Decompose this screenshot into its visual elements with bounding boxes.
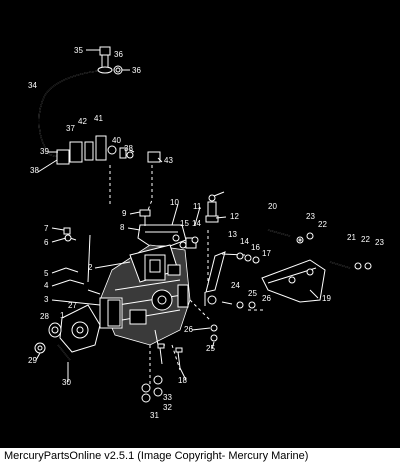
callout-7: 7 (44, 224, 49, 233)
callout-3: 3 (44, 295, 49, 304)
callout-40: 41 (94, 114, 103, 123)
callout-2: 2 (88, 263, 93, 272)
callout-14a: 14 (192, 219, 201, 228)
callout-38a: 38 (30, 166, 39, 175)
callout-25b: 25 (206, 344, 215, 353)
throttle-bracket (137, 194, 219, 249)
callout-6: 6 (44, 238, 49, 247)
support-bracket (261, 259, 326, 303)
callout-21: 21 (347, 233, 356, 242)
callout-31: 31 (150, 411, 159, 420)
callout-28: 28 (40, 312, 49, 321)
callout-39a: 39 (40, 147, 49, 156)
callout-16: 16 (251, 243, 260, 252)
bolts-18 (157, 343, 183, 369)
callout-5: 5 (44, 269, 49, 278)
callout-37: 37 (66, 124, 75, 133)
exploded-view-drawing: 1 2 3 4 5 6 7 8 9 10 11 12 13 14 14 15 1… (28, 46, 384, 420)
callout-23a: 23 (306, 212, 315, 221)
callout-1: 1 (60, 311, 65, 320)
callout-33: 33 (163, 393, 172, 402)
injection-pump (99, 244, 191, 346)
callout-17: 17 (262, 249, 271, 258)
callout-29: 29 (28, 356, 37, 365)
callout-26a: 26 (262, 294, 271, 303)
copyright-caption: MercuryPartsOnline v2.5.1 (Image Copyrig… (0, 448, 400, 464)
parts-diagram: 1 2 3 4 5 6 7 8 9 10 11 12 13 14 14 15 1… (0, 0, 400, 448)
studs-left (63, 227, 101, 295)
callout-36b: 36 (114, 50, 123, 59)
callout-labels: 1 2 3 4 5 6 7 8 9 10 11 12 13 14 14 15 1… (28, 46, 384, 420)
callout-39b: 40 (112, 136, 121, 145)
callout-38b: 38 (124, 144, 133, 153)
callout-36a: 36 (132, 66, 141, 75)
leader-lines (35, 49, 319, 382)
callout-12: 12 (230, 212, 239, 221)
callout-9: 9 (122, 209, 127, 218)
callout-20: 20 (268, 202, 277, 211)
washers-upper (179, 241, 260, 264)
callout-27: 27 (68, 301, 77, 310)
callout-15: 15 (180, 219, 189, 228)
callout-14b: 14 (240, 237, 249, 246)
callout-35: 35 (74, 46, 83, 55)
callout-18: 18 (178, 376, 187, 385)
callout-26b: 26 (184, 325, 193, 334)
callout-23b: 23 (375, 238, 384, 247)
callout-11: 11 (193, 202, 202, 211)
callout-42: 43 (164, 156, 173, 165)
callout-13: 13 (228, 230, 237, 239)
callout-41: 42 (78, 117, 87, 126)
control-lever (204, 251, 246, 306)
callout-4: 4 (44, 281, 49, 290)
callout-32: 32 (163, 403, 172, 412)
callout-34: 34 (28, 81, 37, 90)
line-fittings (56, 135, 161, 165)
callout-25a: 25 (248, 289, 257, 298)
callout-22a: 22 (318, 220, 327, 229)
callout-10: 10 (170, 198, 179, 207)
callout-30: 30 (62, 378, 71, 387)
bolt-9 (139, 209, 151, 226)
callout-19: 19 (322, 294, 331, 303)
drive-flange (34, 297, 123, 354)
callout-22b: 22 (361, 235, 370, 244)
callout-24: 24 (231, 281, 240, 290)
callout-8: 8 (120, 223, 125, 232)
